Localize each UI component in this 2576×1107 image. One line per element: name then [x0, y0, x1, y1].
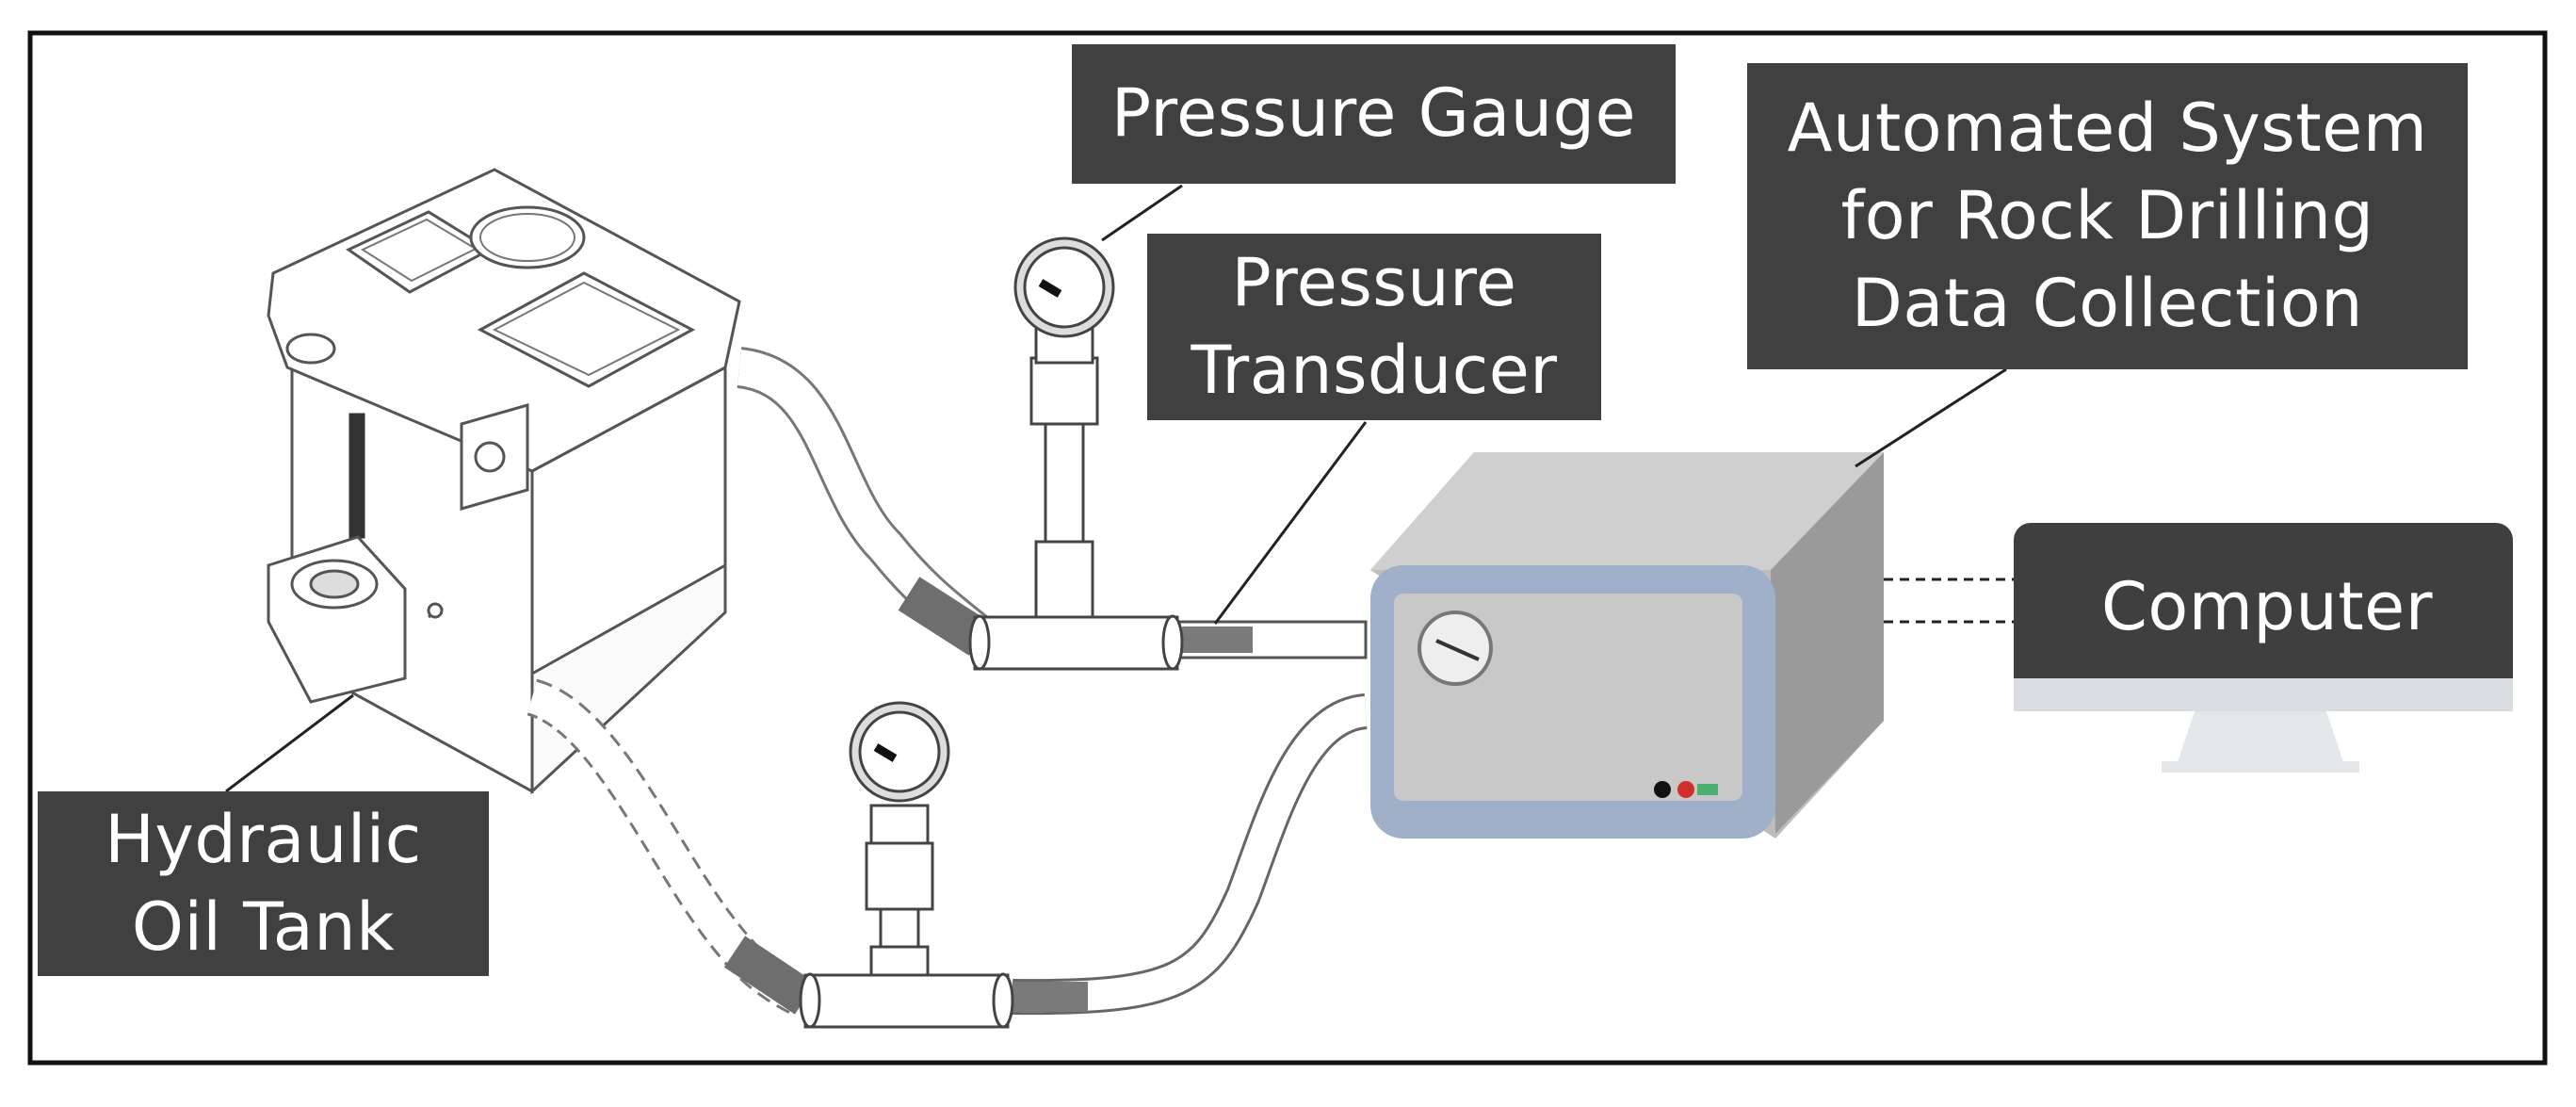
hose-upper	[736, 347, 994, 656]
data-collection-unit	[1370, 452, 1884, 838]
pressure-transducer-label-line-2: Transducer	[1191, 332, 1558, 409]
leader-lines	[225, 184, 2007, 793]
pressure-transducer-label: Pressure Transducer	[1147, 234, 1601, 420]
pressure-gauge-label-text: Pressure Gauge	[1110, 74, 1637, 153]
automated-system-label-line-2: for Rock Drilling	[1840, 176, 2374, 254]
hydraulic-oil-tank-label-line-2: Oil Tank	[131, 888, 396, 966]
computer-label-text: Computer	[2101, 568, 2433, 646]
hose-lower	[526, 678, 817, 1016]
computer-label: Computer	[2027, 542, 2507, 674]
hydraulic-oil-tank-label-line-1: Hydraulic	[105, 800, 422, 878]
pressure-gauge-lower	[799, 701, 1014, 1029]
transducer-line-upper	[1175, 620, 1368, 659]
pressure-gauge-label: Pressure Gauge	[1072, 44, 1676, 184]
computer-monitor	[2014, 523, 2513, 773]
diagram-frame	[27, 30, 2548, 1066]
pressure-transducer-label-line-1: Pressure	[1231, 243, 1517, 321]
automated-system-label-line-1: Automated System	[1787, 89, 2428, 167]
transducer-line-lower	[1012, 693, 1369, 1016]
hydraulic-oil-tank-label: Hydraulic Oil Tank	[38, 791, 489, 976]
hydraulic-oil-tank	[267, 168, 741, 795]
automated-system-label-line-3: Data Collection	[1851, 265, 2364, 343]
pressure-gauge-upper	[968, 236, 1184, 671]
automated-system-label: Automated System for Rock Drilling Data …	[1747, 63, 2468, 369]
data-cables	[1884, 578, 2016, 624]
